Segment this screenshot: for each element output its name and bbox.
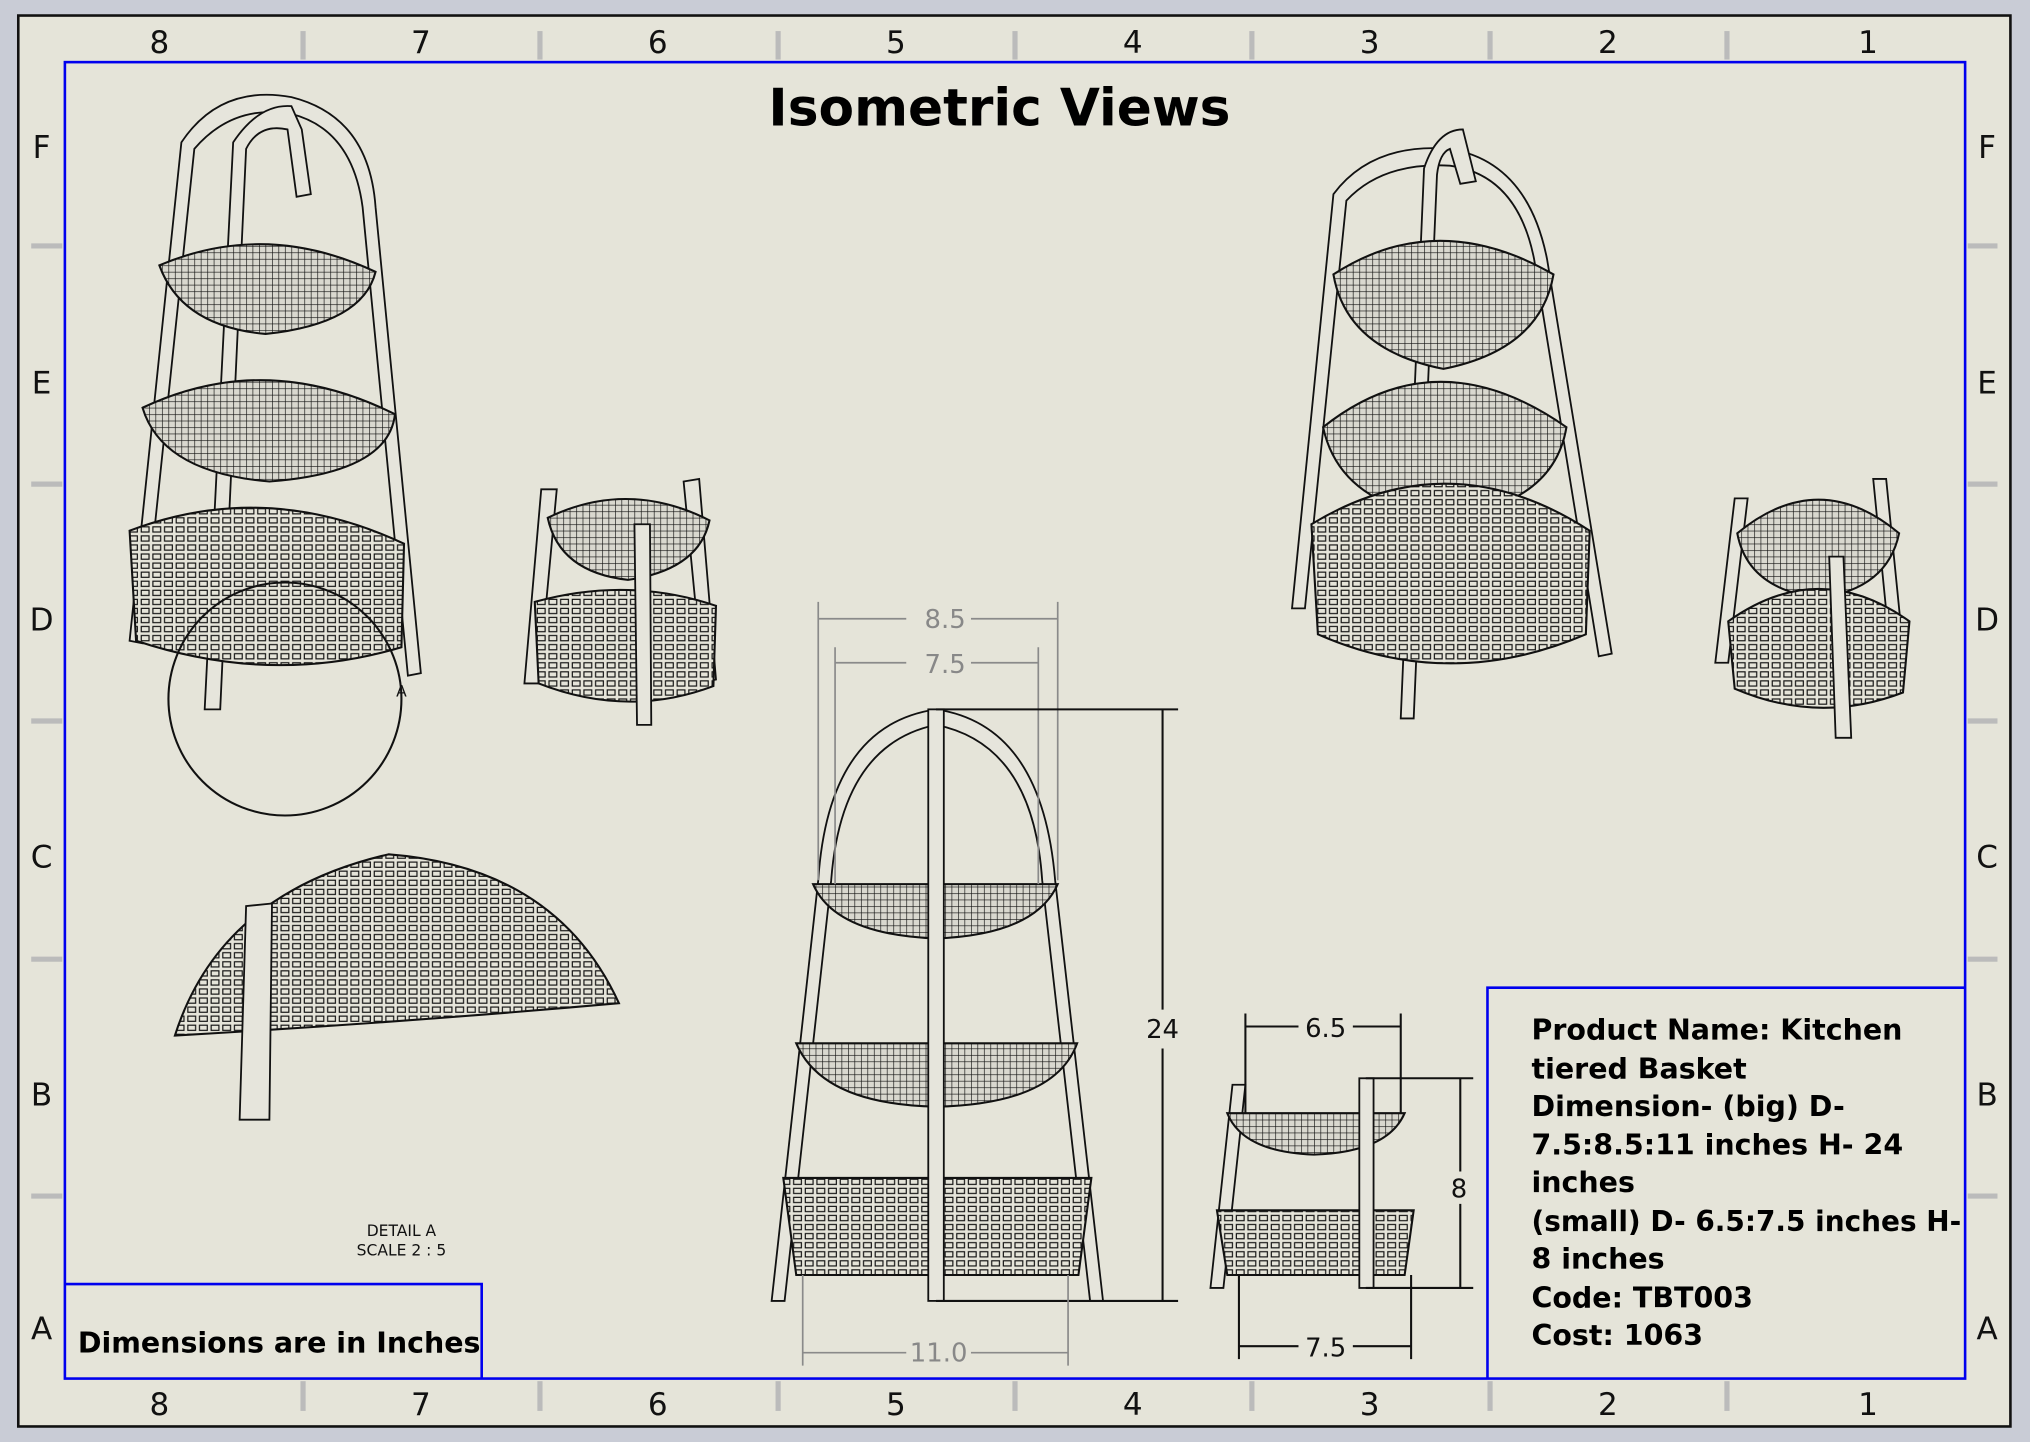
info-line: 7.5:8.5:11 inches H- 24	[1531, 1129, 1903, 1162]
info-line: tiered Basket	[1531, 1052, 1746, 1085]
zone-row: E	[32, 366, 52, 402]
zone-col: 3	[1360, 25, 1380, 61]
big-basket-isometric-right	[1291, 128, 1613, 720]
zone-col: 5	[886, 25, 906, 61]
dim-small-top: 6.5	[1305, 1014, 1346, 1044]
zone-labels-right: F E D C B A	[1975, 130, 1999, 1348]
zone-labels-bottom: 8 7 6 5 4 3 2 1	[149, 1387, 1877, 1423]
small-basket-isometric-left	[523, 477, 718, 726]
zone-row: D	[30, 602, 54, 638]
zone-row: E	[1977, 366, 1997, 402]
zone-col: 4	[1123, 25, 1143, 61]
detail-label-scale: SCALE 2 : 5	[357, 1242, 447, 1260]
info-line: Product Name: Kitchen	[1531, 1013, 1902, 1046]
detail-a-view: DETAIL A SCALE 2 : 5	[173, 853, 621, 1260]
info-line: Dimension- (big) D-	[1531, 1090, 1844, 1123]
info-line: Code: TBT003	[1531, 1281, 1752, 1314]
big-basket-front-view: 8.5 7.5 24 11.0	[770, 601, 1179, 1369]
units-note: Dimensions are in Inches	[78, 1327, 481, 1360]
zone-row: F	[1978, 130, 1996, 166]
zone-col: 6	[648, 25, 668, 61]
zone-col: 6	[648, 1387, 668, 1423]
big-basket-isometric-left: A	[128, 93, 422, 817]
zone-col: 4	[1123, 1387, 1143, 1423]
detail-marker: A	[396, 682, 407, 700]
zone-row: B	[1976, 1077, 1997, 1113]
dim-big-top-outer: 8.5	[925, 605, 966, 635]
zone-col: 7	[411, 25, 431, 61]
zone-row: D	[1975, 602, 1999, 638]
zone-row: C	[31, 839, 53, 875]
zone-col: 3	[1360, 1387, 1380, 1423]
zone-col: 1	[1858, 1387, 1878, 1423]
info-line: inches	[1531, 1166, 1634, 1199]
drawing-border	[63, 60, 1967, 1380]
info-line: 8 inches	[1531, 1243, 1664, 1276]
zone-col: 2	[1598, 1387, 1618, 1423]
detail-circle-a	[167, 581, 403, 817]
zone-labels-top: 8 7 6 5 4 3 2 1	[149, 25, 1877, 61]
zone-labels-left: F E D C B A	[30, 130, 54, 1348]
product-info-box: Product Name: Kitchen tiered Basket Dime…	[1486, 986, 1966, 1379]
zone-col: 5	[886, 1387, 906, 1423]
dim-big-bottom: 11.0	[910, 1339, 968, 1369]
zone-row: C	[1976, 839, 1998, 875]
units-note-box: Dimensions are in Inches	[64, 1282, 483, 1379]
zone-row: A	[1976, 1312, 1997, 1348]
zone-col: 7	[411, 1387, 431, 1423]
detail-label-title: DETAIL A	[367, 1222, 437, 1240]
dim-big-height: 24	[1146, 1015, 1179, 1045]
zone-col: 8	[149, 1387, 169, 1423]
dim-small-height: 8	[1451, 1174, 1467, 1204]
dim-big-top-inner: 7.5	[925, 650, 966, 680]
zone-ticks	[31, 31, 1998, 1411]
zone-row: A	[31, 1312, 52, 1348]
page-title: Isometric Views	[768, 79, 1230, 139]
dim-small-bottom: 7.5	[1305, 1334, 1346, 1364]
zone-col: 2	[1598, 25, 1618, 61]
small-basket-isometric-right	[1714, 478, 1911, 739]
small-basket-front-view: 6.5 8 7.5	[1209, 1013, 1474, 1364]
zone-row: B	[31, 1077, 52, 1113]
zone-row: F	[33, 130, 51, 166]
info-line: (small) D- 6.5:7.5 inches H-	[1531, 1205, 1961, 1238]
zone-col: 1	[1858, 25, 1878, 61]
zone-col: 8	[149, 25, 169, 61]
info-line: Cost: 1063	[1531, 1319, 1703, 1352]
